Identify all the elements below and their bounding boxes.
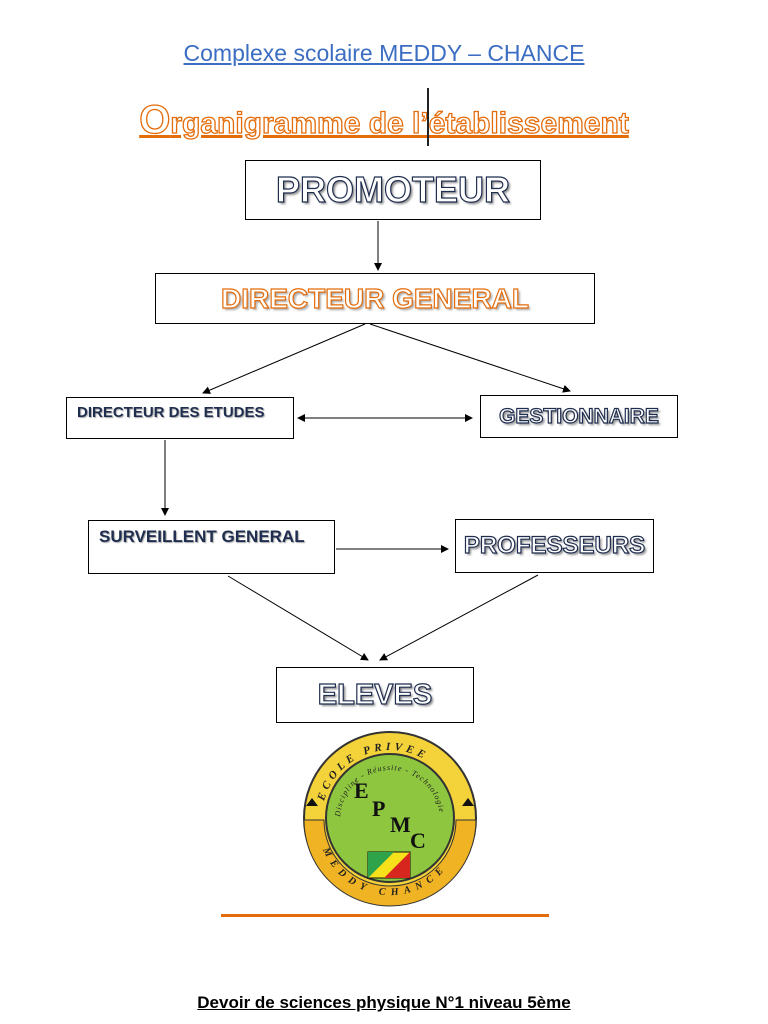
node-directeur-general: DIRECTEUR GENERAL — [155, 273, 595, 324]
node-directeur-des-etudes-label: DIRECTEUR DES ETUDES — [77, 404, 265, 421]
logo-initial-p: P — [372, 796, 385, 821]
node-promoteur-label: PROMOTEUR — [275, 168, 510, 210]
logo-initial-c: C — [410, 828, 426, 853]
node-eleves-label: ELEVES — [317, 678, 433, 711]
logo-underline — [221, 914, 549, 917]
node-professeurs: PROFESSEURS — [455, 519, 654, 573]
chart-title-initial: O — [139, 97, 171, 142]
text-cursor — [427, 88, 429, 146]
edge-sg-eleves — [227, 575, 369, 661]
chart-title-rest: rganigramme de l’établissement — [170, 106, 630, 140]
edge-dg-gest — [369, 323, 571, 393]
logo-initial-m: M — [390, 812, 411, 837]
node-surveillant-general-label: SURVEILLENT GENERAL — [99, 527, 305, 546]
node-professeurs-label: PROFESSEURS — [463, 531, 646, 559]
node-eleves: ELEVES — [276, 667, 474, 723]
school-name: Complexe scolaire MEDDY – CHANCE — [183, 40, 585, 66]
node-promoteur: PROMOTEUR — [245, 160, 541, 220]
node-directeur-des-etudes: DIRECTEUR DES ETUDES — [66, 397, 294, 439]
footer-text: Devoir de sciences physique N°1 niveau 5… — [197, 993, 571, 1012]
node-gestionnaire: GESTIONNAIRE — [480, 395, 678, 438]
node-surveillant-general: SURVEILLENT GENERAL — [88, 520, 335, 574]
chart-title: Organigramme de l’établissement — [0, 97, 768, 143]
node-directeur-general-label: DIRECTEUR GENERAL — [220, 282, 529, 314]
logo-initial-e: E — [354, 778, 369, 803]
node-gestionnaire-label: GESTIONNAIRE — [498, 404, 659, 428]
school-logo: ECOLE PRIVEE MEDDY CHANCE Discipline - R… — [303, 731, 477, 907]
congo-flag-icon — [367, 851, 411, 879]
edge-prof-eleves — [379, 574, 539, 661]
edge-dg-de — [202, 323, 366, 394]
